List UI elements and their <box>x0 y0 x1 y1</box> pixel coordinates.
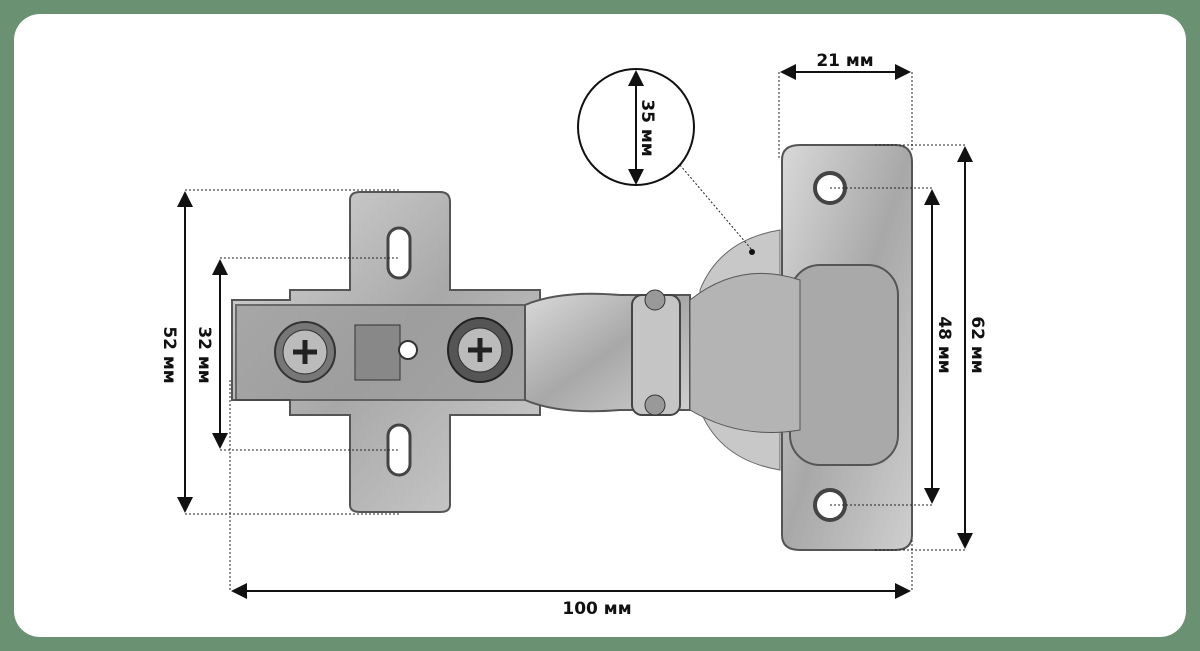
dimension-labels: 21 мм 35 мм 62 мм 48 мм 52 мм 32 мм 100 … <box>159 51 987 619</box>
hinge-knuckle <box>524 289 691 416</box>
dimension-lines <box>177 64 973 599</box>
mounting-slot-top <box>386 226 412 280</box>
screw-right-icon <box>447 317 513 383</box>
mounting-plate <box>231 191 541 513</box>
arm-hole <box>398 340 418 360</box>
mounting-slot-bottom <box>386 423 412 477</box>
label-total-length: 100 мм <box>562 599 631 619</box>
label-width-top: 21 мм <box>816 51 873 71</box>
hinge-cup-plate <box>689 144 913 551</box>
label-height-right: 62 мм <box>967 316 987 373</box>
label-holes-right: 48 мм <box>934 316 954 373</box>
adjust-block <box>354 324 401 381</box>
label-cup-diameter: 35 мм <box>637 99 657 156</box>
screw-left-icon <box>274 321 336 383</box>
label-height-left: 52 мм <box>159 326 179 383</box>
label-holes-left: 32 мм <box>194 326 214 383</box>
